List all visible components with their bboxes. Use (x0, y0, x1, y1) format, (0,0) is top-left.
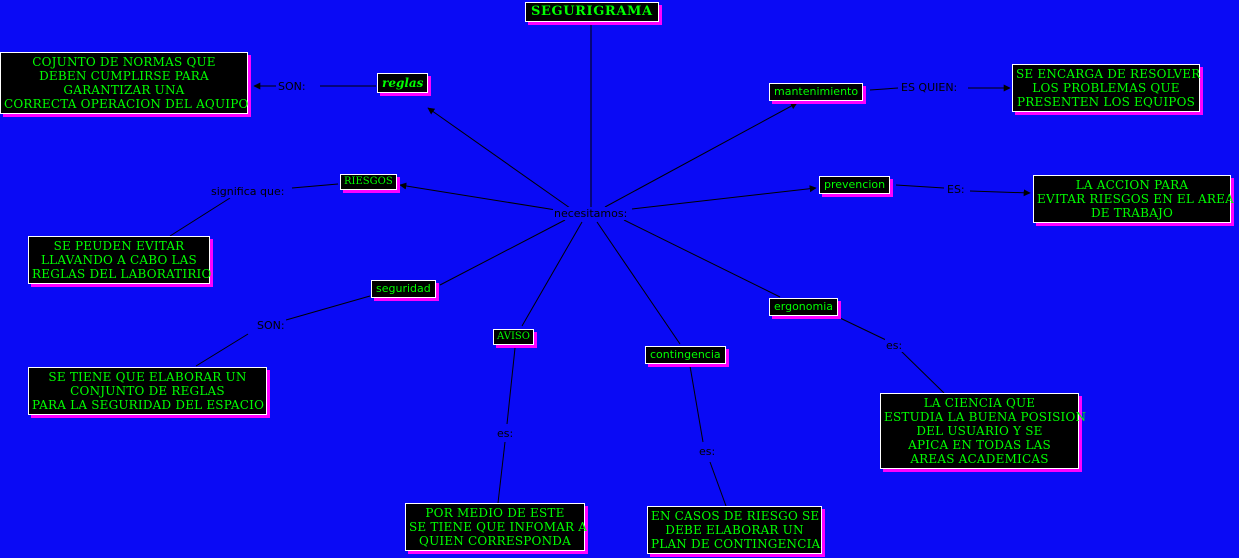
definition-reglas: COJUNTO DE NORMAS QUE DEBEN CUMPLIRSE PA… (0, 52, 248, 114)
edge-label-riesgos-def (169, 197, 231, 237)
edge-contingencia-label (689, 365, 704, 443)
edge-hub-mantenimiento (604, 102, 798, 208)
definition-line: QUIEN CORRESPONDA (419, 534, 571, 548)
definition-line: LA CIENCIA QUE (923, 396, 1036, 410)
edge-prevencion-label (895, 184, 945, 189)
definition-line: ESTUDIA LA BUENA POSISION (884, 410, 1087, 424)
edge-hub-reglas (427, 107, 571, 209)
concept-ergonomia: ergonomia (769, 298, 839, 316)
edge-hub-contingencia (596, 221, 681, 345)
link-label-riesgos: significa que: (210, 185, 286, 198)
edge-hub-prevencion (631, 185, 817, 210)
link-label-mantenimiento: ES QUIEN: (900, 81, 959, 94)
definition-line: SE PEUDEN EVITAR (53, 239, 185, 253)
definition-line: SE TIENE QUE INFOMAR A (409, 520, 588, 534)
definition-line: EVITAR RIESGOS EN EL AREA (1037, 192, 1234, 206)
definition-line: LOS PROBLEMAS QUE (1032, 81, 1180, 95)
definition-line: CONJUNTO DE REGLAS (70, 384, 225, 398)
definition-riesgos: SE PEUDEN EVITAR LLAVANDO A CABO LAS REG… (28, 236, 212, 284)
concept-contingencia: contingencia (645, 346, 726, 364)
link-label-ergonomia: es: (885, 339, 904, 352)
edge-aviso-label (506, 347, 516, 425)
definition-line: EN CASOS DE RIESGO SE (651, 509, 820, 523)
definition-aviso: POR MEDIO DE ESTE SE TIENE QUE INFOMAR A… (405, 503, 588, 551)
definition-line: AREAS ACADEMICAS (910, 452, 1049, 466)
definition-seguridad: SE TIENE QUE ELABORAR UN CONJUNTO DE REG… (28, 367, 267, 415)
edge-ergonomia-label (839, 317, 887, 341)
definition-line: DEBE ELABORAR UN (665, 523, 804, 537)
definition-line: PLAN DE CONTINGENCIA (651, 537, 821, 551)
definition-line: POR MEDIO DE ESTE (425, 506, 565, 520)
definition-line: GARANTIZAR UNA (63, 83, 185, 97)
link-label-seguridad: SON: (256, 319, 286, 332)
definition-line: REGLAS DEL LABORATIRIO (32, 267, 212, 281)
definition-mantenimiento: SE ENCARGA DE RESOLVER LOS PROBLEMAS QUE… (1012, 64, 1200, 112)
definition-line: APICA EN TODAS LAS (908, 438, 1051, 452)
definition-line: DEL USUARIO Y SE (916, 424, 1043, 438)
diagram-title: SEGURIGRAMA (525, 2, 659, 22)
definition-line: DE TRABAJO (1090, 206, 1174, 220)
definition-line: COJUNTO DE NORMAS QUE (32, 55, 216, 69)
concept-seguridad: seguridad (371, 280, 436, 298)
concept-aviso: AVISO (493, 329, 534, 345)
edge-label-aviso-def (497, 441, 506, 504)
edge-hub-aviso (521, 221, 583, 327)
definition-line: SE TIENE QUE ELABORAR UN (48, 370, 247, 384)
concept-mantenimiento: mantenimiento (769, 83, 864, 101)
definition-line: LA ACCION PARA (1075, 178, 1189, 192)
edge-riesgos-label (291, 183, 339, 189)
edge-hub-seguridad (439, 219, 566, 286)
edge-mantenimiento-label (869, 87, 899, 91)
concept-riesgos: RIESGOS (340, 174, 397, 190)
link-label-reglas: SON: (277, 80, 307, 93)
link-label-aviso: es: (496, 427, 515, 440)
concept-prevencion: prevencion (819, 176, 891, 194)
edge-hub-ergonomia (623, 219, 781, 298)
edge-label-contingencia-def (709, 461, 727, 507)
definition-line: DEBEN CUMPLIRSE PARA (39, 69, 209, 83)
edge-label-ergonomia-def (899, 349, 945, 394)
definition-line: SE ENCARGA DE RESOLVER (1016, 67, 1201, 81)
concept-reglas: reglas (377, 73, 429, 93)
edge-seguridad-label (285, 295, 371, 321)
definition-line: PRESENTEN LOS EQUIPOS (1016, 95, 1196, 109)
definition-line: LLAVANDO A CABO LAS (41, 253, 197, 267)
link-label-contingencia: es: (698, 445, 717, 458)
definition-contingencia: EN CASOS DE RIESGO SE DEBE ELABORAR UN P… (647, 506, 822, 554)
definition-ergonomia: LA CIENCIA QUE ESTUDIA LA BUENA POSISION… (880, 393, 1087, 469)
definition-prevencion: LA ACCION PARA EVITAR RIESGOS EN EL AREA… (1033, 175, 1234, 223)
hub-label: necesitamos: (553, 207, 629, 220)
edge-label-seguridad-def (195, 333, 249, 367)
link-label-prevencion: ES: (946, 183, 966, 196)
edge-label-prevencion-def (969, 189, 1031, 197)
definition-line: CORRECTA OPERACION DEL AQUIPO (4, 97, 249, 111)
edge-hub-riesgos (399, 182, 557, 211)
definition-line: PARA LA SEGURIDAD DEL ESPACIO (32, 398, 265, 412)
